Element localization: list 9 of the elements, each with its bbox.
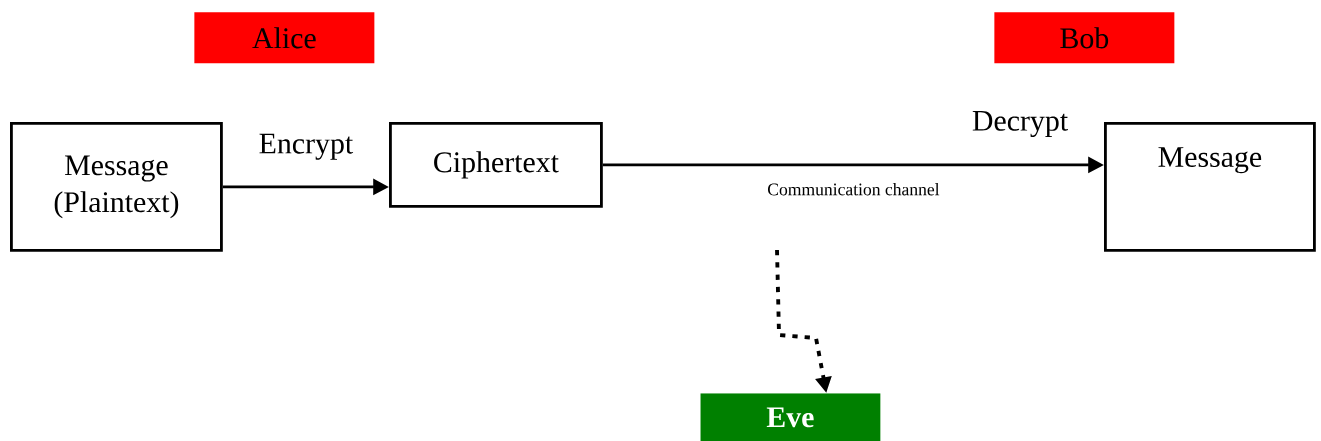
name-banner: Bob — [994, 12, 1175, 64]
edge-label: Communication channel — [768, 183, 940, 196]
message-box: Ciphertext — [389, 122, 603, 208]
message-box: Message (Plaintext) — [10, 122, 223, 252]
edge-label: Encrypt — [259, 133, 354, 160]
name-banner: Alice — [194, 12, 375, 64]
name-banner: Eve — [700, 393, 881, 441]
step-label: Decrypt — [972, 111, 1068, 137]
message-box: Message — [1104, 122, 1316, 252]
